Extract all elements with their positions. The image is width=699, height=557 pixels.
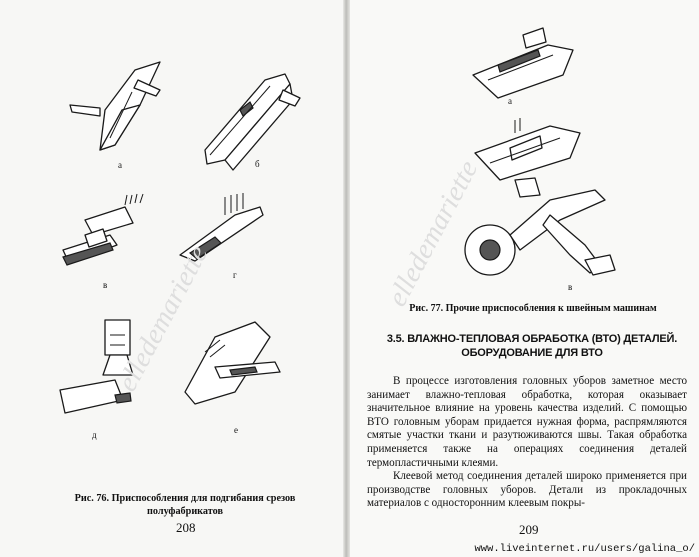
figure-76e-folder (184, 321, 281, 405)
figure-76-caption: Рис. 76. Приспособления для подгибания с… (50, 492, 320, 518)
paragraph-2: Клеевой метод соединения деталей широко … (367, 470, 687, 510)
figure-76a-folder (69, 61, 161, 151)
figure-76d-folder (59, 319, 134, 414)
page-number-left: 208 (176, 520, 196, 535)
heading-line-2: ОБОРУДОВАНИЕ ДЛЯ ВТО (461, 347, 603, 359)
figure-77-caption: Рис. 77. Прочие приспособления к швейным… (409, 303, 657, 314)
figure-77v-roller-attachment (464, 177, 616, 276)
figure-77b-attachment (474, 118, 581, 181)
section-heading: 3.5. ВЛАЖНО-ТЕПЛОВАЯ ОБРАБОТКА (ВТО) ДЕТ… (367, 332, 697, 360)
body-text: В процессе изготовления головных уборов … (367, 375, 687, 511)
book-gutter (343, 0, 350, 557)
label-77a: а (508, 96, 512, 106)
paragraph-1: В процессе изготовления головных уборов … (367, 375, 687, 469)
heading-line-1: 3.5. ВЛАЖНО-ТЕПЛОВАЯ ОБРАБОТКА (ВТО) ДЕТ… (386, 333, 678, 345)
label-76v: в (103, 280, 108, 290)
figure-76b-folder (204, 73, 301, 171)
source-url: www.liveinternet.ru/users/galina_o/ (474, 543, 695, 555)
right-page (348, 0, 699, 557)
caption-line-2: полуфабрикатов (147, 506, 223, 517)
label-76d: д (92, 430, 97, 440)
label-77v: в (568, 282, 573, 292)
label-76e: е (234, 425, 238, 435)
label-76a: а (118, 160, 122, 170)
label-76g: г (233, 270, 237, 280)
figure-76v-folder (62, 193, 144, 266)
figure-76g-folder (179, 193, 264, 262)
caption-line-1: Рис. 76. Приспособления для подгибания с… (74, 493, 296, 504)
label-76b: б (255, 159, 260, 169)
page-number-right: 209 (519, 522, 539, 537)
figure-77a-attachment (472, 27, 574, 99)
